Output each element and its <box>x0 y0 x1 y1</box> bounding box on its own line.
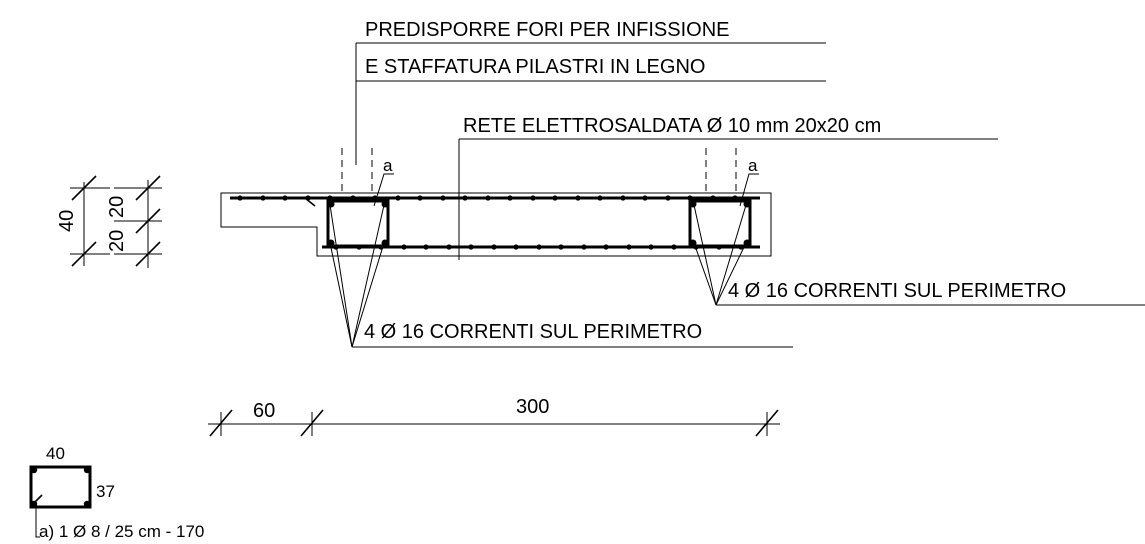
rebar-dot <box>237 195 243 201</box>
bars-right-leader-2 <box>715 204 747 306</box>
rebar-dot <box>372 195 378 201</box>
rebar-dot <box>260 195 266 201</box>
rebar-dot <box>642 195 648 201</box>
rebar-dot <box>423 244 429 250</box>
rebar-dot <box>350 195 356 201</box>
rebar-dot <box>440 195 446 201</box>
rebar-dot <box>536 244 542 250</box>
corner-bar-right-bl <box>689 239 697 247</box>
dim-total-height: 40 <box>56 210 78 232</box>
stirrup-detail-bar-br <box>83 500 91 508</box>
dim-left-length: 60 <box>253 400 275 422</box>
stirrup-detail-tag-leader <box>35 507 40 538</box>
stirrup-detail-bar-tl <box>30 466 38 474</box>
rebar-dot <box>462 195 468 201</box>
bars-right-leader-1 <box>693 204 717 306</box>
rebar-dot <box>558 244 564 250</box>
corner-bar-left-tr <box>381 200 389 208</box>
rebar-dot <box>468 244 474 250</box>
rebar-dot <box>530 195 536 201</box>
corner-bar-left-br <box>381 239 389 247</box>
rebar-dot <box>626 244 632 250</box>
rebar-dot <box>671 244 677 250</box>
top-rebar-dots <box>237 195 738 201</box>
rebar-dot <box>401 244 407 250</box>
slab-outline <box>220 192 772 257</box>
bars-left-leader-4 <box>351 242 385 348</box>
corner-bar-right-tr <box>743 200 751 208</box>
bars-left-leader-3 <box>329 242 353 348</box>
rebar-dot <box>507 195 513 201</box>
dim-main-length: 300 <box>516 396 549 418</box>
bars-left-leader-2 <box>351 204 385 348</box>
stirrup-tag-right-leader <box>739 173 759 207</box>
rebar-dot <box>620 195 626 201</box>
mesh-note: RETE ELETTROSALDATA Ø 10 mm 20x20 cm <box>463 115 881 137</box>
bars-right-note: 4 Ø 16 CORRENTI SUL PERIMETRO <box>728 280 1066 302</box>
rebar-dot <box>327 195 333 201</box>
stirrup-detail-width: 40 <box>46 444 65 463</box>
stirrup-tag-right: a <box>748 156 758 175</box>
holes-note-line1: PREDISPORRE FORI PER INFISSIONE <box>365 19 730 41</box>
rebar-dot <box>648 244 654 250</box>
bars-left-note: 4 Ø 16 CORRENTI SUL PERIMETRO <box>364 321 702 343</box>
rebar-dot <box>395 195 401 201</box>
rebar-dot <box>597 195 603 201</box>
rebar-dot <box>603 244 609 250</box>
rebar-dot <box>687 195 693 201</box>
dim-lower-layer: 20 <box>106 230 128 252</box>
stirrup-right <box>688 199 752 248</box>
rebar-dot <box>485 195 491 201</box>
dim-upper-layer: 20 <box>106 196 128 218</box>
bars-left-leader-1 <box>329 204 353 348</box>
stirrup-detail-shape <box>29 465 92 509</box>
rebar-dot <box>417 195 423 201</box>
rebar-dot <box>513 244 519 250</box>
corner-bar-right-tl <box>689 200 697 208</box>
rebar-dot <box>710 195 716 201</box>
rebar-dot <box>305 195 311 201</box>
corner-bar-left-bl <box>327 239 335 247</box>
rebar-dot <box>446 244 452 250</box>
rebar-dot <box>665 195 671 201</box>
stirrup-detail-height: 37 <box>96 482 115 501</box>
bars-right-leader-4 <box>715 242 747 306</box>
stirrup-left <box>326 199 390 248</box>
stirrup-detail-bar-tr <box>83 466 91 474</box>
rebar-dot <box>282 195 288 201</box>
stirrup-tag-left: a <box>383 156 393 175</box>
stirrup-tag-left-leader <box>373 173 394 207</box>
stirrup-detail-spec: a) 1 Ø 8 / 25 cm - 170 <box>39 522 204 541</box>
rebar-dot <box>575 195 581 201</box>
stirrup-detail-hook <box>33 494 43 504</box>
rebar-dot <box>732 195 738 201</box>
corner-bar-left-tl <box>327 200 335 208</box>
bars-right-leader-3 <box>693 242 717 306</box>
rebar-dot <box>581 244 587 250</box>
rebar-dot <box>552 195 558 201</box>
holes-note-line2: E STAFFATURA PILASTRI IN LEGNO <box>365 56 705 78</box>
rebar-dot <box>491 244 497 250</box>
